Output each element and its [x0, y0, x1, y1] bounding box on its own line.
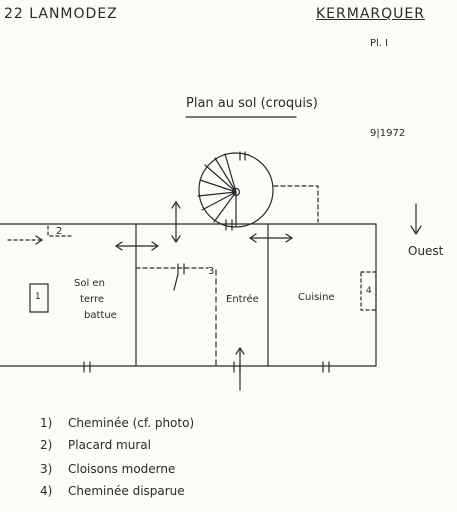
room-left-label-3: battue [84, 310, 117, 321]
legend-item-3: 3) Cloisons moderne [40, 462, 175, 476]
fireplace-1 [29, 283, 49, 313]
marker-2: 2 [56, 226, 63, 237]
marker-3: 3 [208, 266, 215, 277]
header-right: KERMARQUER [316, 6, 425, 22]
legend-item-2: 2) Placard mural [40, 438, 151, 452]
room-left-label-1: Sol en [74, 278, 105, 289]
legend-num-3: 3) [40, 462, 53, 476]
header-left: 22 LANMODEZ [4, 6, 118, 22]
marker-1: 1 [35, 292, 41, 302]
plate-number: Pl. I [370, 38, 389, 49]
legend-text-3: Cloisons moderne [68, 462, 176, 476]
room-left-label-2: terre [80, 294, 105, 305]
legend-text-1: Cheminée (cf. photo) [68, 416, 195, 430]
legend-text-4: Cheminée disparue [68, 484, 185, 498]
legend-item-1: 1) Cheminée (cf. photo) [40, 416, 194, 430]
legend-num-4: 4) [40, 484, 53, 498]
room-entry-label: Entrée [226, 294, 259, 305]
spiral-stair [198, 152, 274, 228]
fireplace-4-dashed [360, 271, 377, 311]
stair-landing-dashed [273, 185, 319, 223]
marker-4: 4 [366, 286, 372, 296]
legend-num-2: 2) [40, 438, 53, 452]
placard-dashed [47, 225, 73, 237]
legend-num-1: 1) [40, 416, 53, 430]
room-kitchen-label: Cuisine [298, 292, 335, 303]
legend-text-2: Placard mural [68, 438, 151, 452]
plan-title: Plan au sol (croquis) [186, 96, 318, 111]
compass-label: Ouest [408, 244, 444, 258]
legend-item-4: 4) Cheminée disparue [40, 484, 185, 498]
plan-date: 9|1972 [370, 128, 406, 139]
